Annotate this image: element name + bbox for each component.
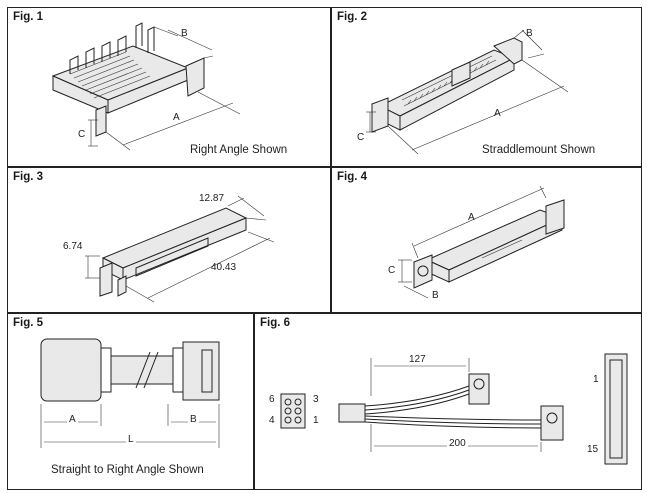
figure-4-label: Fig. 4 bbox=[337, 171, 368, 183]
pin-6-label: 6 bbox=[269, 394, 275, 405]
dimension-c-label: C bbox=[388, 265, 396, 276]
dimension-c-label: C bbox=[357, 132, 365, 143]
pin-3-label: 3 bbox=[313, 394, 319, 405]
figure-3-label: Fig. 3 bbox=[13, 171, 44, 183]
figure-5-label: Fig. 5 bbox=[13, 317, 44, 329]
figure-4-panel: Fig. 4 A C B bbox=[331, 167, 642, 313]
connector-3d-drawing bbox=[398, 185, 565, 299]
straddlemount-connector-drawing bbox=[366, 29, 569, 155]
figure-2-caption: Straddlemount Shown bbox=[482, 144, 596, 156]
figure-5-caption: Straight to Right Angle Shown bbox=[51, 464, 204, 476]
figure-5-panel: Fig. 5 A B L Straight to Right Angle Sho… bbox=[7, 313, 254, 490]
dimension-c-label: C bbox=[78, 129, 86, 140]
dimension-b-label: B bbox=[432, 290, 439, 301]
dimension-a-label: A bbox=[468, 212, 475, 223]
right-angle-connector-drawing bbox=[51, 22, 241, 151]
dimension-a-label: A bbox=[494, 108, 501, 119]
dimension-a-label: A bbox=[67, 414, 78, 425]
figure-6-panel: Fig. 6 6 3 4 1 127 200 1 bbox=[254, 313, 642, 490]
dimension-12-87-label: 12.87 bbox=[199, 193, 225, 204]
y-splitter-cable-drawing bbox=[280, 353, 628, 465]
dimension-a-label: A bbox=[173, 112, 180, 123]
dimension-200-label: 200 bbox=[447, 438, 468, 449]
figure-1-panel: Fig. 1 B A bbox=[7, 7, 331, 167]
cable-drawing bbox=[40, 338, 220, 448]
end-pin-1-label: 1 bbox=[593, 374, 599, 385]
dimension-6-74-label: 6.74 bbox=[63, 241, 83, 252]
dimension-b-label: B bbox=[188, 414, 199, 425]
figure-1-label: Fig. 1 bbox=[13, 11, 44, 23]
figure-2-panel: Fig. 2 B A C Straddlemount Shown bbox=[331, 7, 642, 167]
figure-2-label: Fig. 2 bbox=[337, 11, 368, 23]
pin-4-label: 4 bbox=[269, 415, 275, 426]
dimension-l-label: L bbox=[126, 434, 136, 445]
dimension-b-label: B bbox=[181, 28, 188, 39]
figure-6-label: Fig. 6 bbox=[260, 317, 291, 329]
figure-3-panel: Fig. 3 12.87 6.74 40.43 bbox=[7, 167, 331, 313]
dimension-b-label: B bbox=[526, 28, 533, 39]
connector-3d-drawing bbox=[85, 195, 275, 303]
dimension-40-43-label: 40.43 bbox=[211, 262, 237, 273]
dimension-127-label: 127 bbox=[409, 354, 426, 365]
pin-1-label: 1 bbox=[313, 415, 319, 426]
figure-1-caption: Right Angle Shown bbox=[190, 144, 288, 156]
end-pin-15-label: 15 bbox=[587, 444, 599, 455]
